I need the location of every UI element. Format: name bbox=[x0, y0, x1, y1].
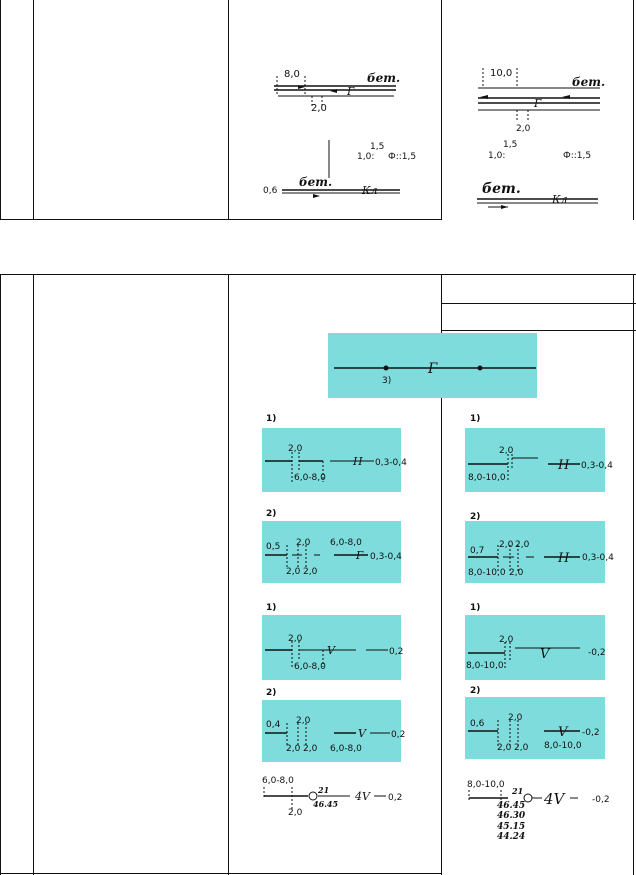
svg-text:21: 21 bbox=[317, 785, 329, 795]
svg-text:1,5: 1,5 bbox=[503, 140, 517, 150]
svg-text:0,3-0,4: 0,3-0,4 bbox=[370, 552, 402, 562]
svg-text:бет.: бет. bbox=[299, 175, 332, 189]
svg-text:8,0-10,0: 8,0-10,0 bbox=[467, 780, 505, 790]
svg-text:2,0: 2,0 bbox=[499, 446, 514, 456]
svg-text:46.45: 46.45 bbox=[313, 799, 338, 809]
svg-text:2): 2) bbox=[266, 509, 276, 519]
svg-text:Н: Н bbox=[557, 551, 570, 566]
svg-text:10,0: 10,0 bbox=[490, 68, 512, 79]
svg-text:6,0-8,0: 6,0-8,0 bbox=[330, 538, 362, 548]
panel-l2 bbox=[262, 521, 401, 583]
svg-text:1,0:: 1,0: bbox=[488, 151, 505, 161]
svg-text:2,0: 2,0 bbox=[303, 744, 318, 754]
svg-text:Ф::1,5: Ф::1,5 bbox=[563, 151, 591, 161]
svg-text:2,0: 2,0 bbox=[509, 568, 524, 578]
svg-text:2): 2) bbox=[266, 688, 276, 698]
svg-text:0,6: 0,6 bbox=[263, 186, 278, 196]
panel-r4 bbox=[465, 697, 605, 759]
bet-label: бет. bbox=[367, 71, 400, 85]
svg-text:2,0: 2,0 bbox=[286, 567, 301, 577]
svg-text:V: V bbox=[540, 647, 551, 662]
svg-text:V: V bbox=[358, 727, 367, 740]
svg-text:2,0: 2,0 bbox=[296, 538, 311, 548]
svg-text:2,0: 2,0 bbox=[499, 540, 514, 550]
svg-text:0,3-0,4: 0,3-0,4 bbox=[375, 458, 407, 468]
svg-text:2,0: 2,0 bbox=[296, 716, 311, 726]
svg-text:46.30: 46.30 bbox=[497, 811, 526, 821]
svg-text:0,2: 0,2 bbox=[388, 793, 402, 803]
svg-text:Г: Г bbox=[355, 549, 364, 562]
svg-text:Н: Н bbox=[557, 458, 570, 473]
svg-text:-0,2: -0,2 bbox=[592, 795, 610, 805]
svg-text:6,0-8,0: 6,0-8,0 bbox=[294, 473, 326, 483]
svg-text:0,3-0,4: 0,3-0,4 bbox=[582, 553, 614, 563]
svg-text:0,2: 0,2 bbox=[391, 730, 405, 740]
svg-text:2,0: 2,0 bbox=[516, 124, 531, 134]
svg-text:3): 3) bbox=[382, 376, 391, 386]
svg-text:V: V bbox=[327, 644, 336, 657]
svg-text:-0,2: -0,2 bbox=[582, 728, 600, 738]
svg-text:8,0-10,0: 8,0-10,0 bbox=[466, 661, 504, 671]
svg-text:Кл: Кл bbox=[551, 193, 568, 206]
svg-text:2,0: 2,0 bbox=[286, 744, 301, 754]
svg-text:Кл: Кл bbox=[361, 184, 378, 197]
svg-text:1): 1) bbox=[470, 603, 480, 613]
svg-text:2,0: 2,0 bbox=[288, 808, 303, 818]
dim-2: 2,0 bbox=[311, 103, 327, 114]
svg-text:1): 1) bbox=[470, 414, 480, 424]
svg-text:6,0-8,0: 6,0-8,0 bbox=[330, 744, 362, 754]
svg-text:2,0: 2,0 bbox=[288, 444, 303, 454]
svg-text:0,2: 0,2 bbox=[389, 647, 403, 657]
svg-text:4V: 4V bbox=[354, 790, 371, 803]
svg-text:бет.: бет. bbox=[572, 75, 605, 89]
svg-text:Ф::1,5: Ф::1,5 bbox=[388, 152, 416, 162]
letter-g: Г bbox=[346, 85, 355, 98]
panel-l3 bbox=[262, 615, 401, 680]
panel-l4 bbox=[262, 700, 401, 762]
svg-text:-0,2: -0,2 bbox=[588, 648, 606, 658]
svg-text:1,0:: 1,0: bbox=[357, 152, 374, 162]
svg-text:6,0-8,0: 6,0-8,0 bbox=[294, 662, 326, 672]
svg-text:бет.: бет. bbox=[482, 181, 521, 197]
svg-text:1,5: 1,5 bbox=[370, 142, 384, 152]
svg-text:45.15: 45.15 bbox=[497, 822, 525, 832]
svg-text:6,0-8,0: 6,0-8,0 bbox=[262, 776, 294, 786]
svg-text:21: 21 bbox=[511, 786, 523, 796]
svg-text:8,0-10,0: 8,0-10,0 bbox=[468, 568, 506, 578]
svg-text:V: V bbox=[558, 725, 569, 740]
panel-l1 bbox=[262, 428, 401, 492]
svg-text:0,7: 0,7 bbox=[470, 546, 484, 556]
svg-text:8,0-10,0: 8,0-10,0 bbox=[544, 741, 582, 751]
svg-text:4V: 4V bbox=[543, 790, 567, 808]
svg-text:44.24: 44.24 bbox=[497, 832, 525, 842]
svg-text:0,4: 0,4 bbox=[266, 720, 281, 730]
panel-r2 bbox=[465, 521, 605, 583]
svg-text:0,6: 0,6 bbox=[470, 719, 485, 729]
svg-text:8,0-10,0: 8,0-10,0 bbox=[468, 473, 506, 483]
svg-text:0,3-0,4: 0,3-0,4 bbox=[581, 461, 613, 471]
svg-text:Г: Г bbox=[427, 361, 438, 377]
svg-text:2,0: 2,0 bbox=[497, 743, 512, 753]
svg-text:2,0: 2,0 bbox=[499, 635, 514, 645]
svg-text:2,0: 2,0 bbox=[508, 713, 523, 723]
dim-8: 8,0 bbox=[284, 69, 300, 80]
svg-text:1): 1) bbox=[266, 414, 276, 424]
svg-text:2,0: 2,0 bbox=[514, 743, 529, 753]
svg-text:1): 1) bbox=[266, 603, 276, 613]
svg-text:2,0: 2,0 bbox=[515, 540, 530, 550]
svg-text:2): 2) bbox=[470, 512, 480, 522]
svg-text:46.45: 46.45 bbox=[497, 801, 525, 811]
svg-text:2,0: 2,0 bbox=[288, 634, 303, 644]
svg-text:0,5: 0,5 bbox=[266, 542, 280, 552]
header-panel bbox=[328, 333, 537, 398]
panel-r1 bbox=[465, 428, 605, 492]
svg-text:Н: Н bbox=[352, 455, 363, 468]
svg-text:2): 2) bbox=[470, 686, 480, 696]
svg-text:Г: Г bbox=[533, 97, 542, 110]
svg-text:2,0: 2,0 bbox=[303, 567, 318, 577]
